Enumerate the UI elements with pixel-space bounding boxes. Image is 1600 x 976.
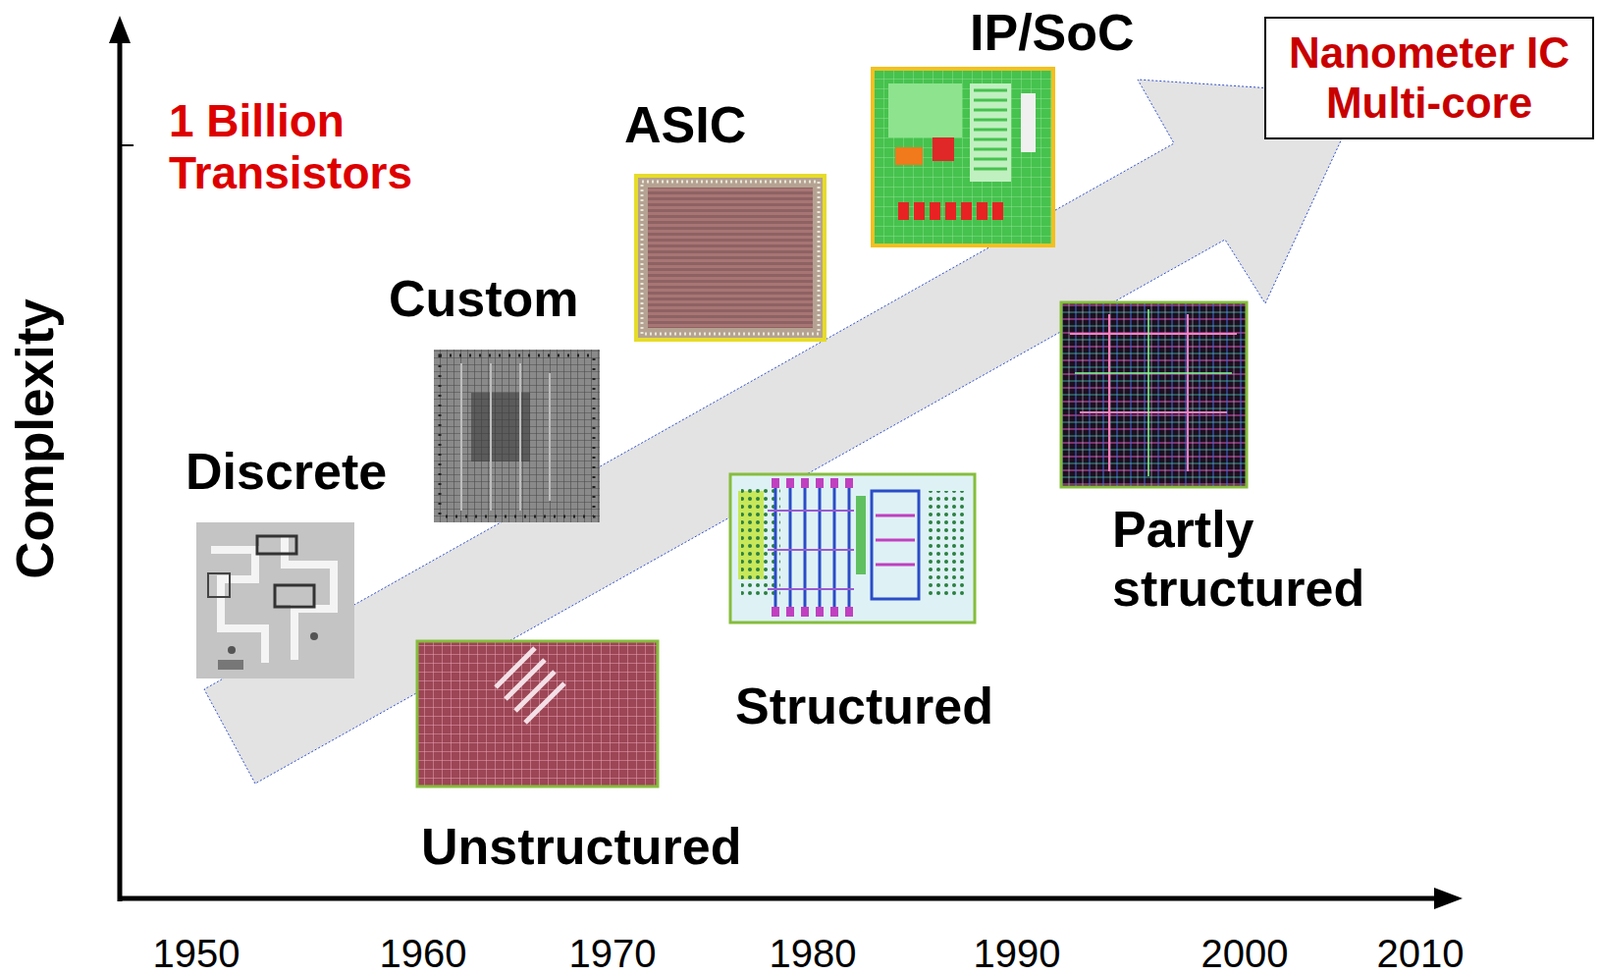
structured-chip-picture xyxy=(875,515,915,565)
x-axis-arrowhead xyxy=(1434,887,1463,909)
year-tick: 1980 xyxy=(769,930,857,976)
partly-structured-chip-picture xyxy=(1061,302,1247,487)
soc-chip-picture xyxy=(969,83,1012,182)
discrete-chip-picture xyxy=(227,645,236,654)
partly-structured-chip-picture xyxy=(1061,302,1247,487)
soc-chip-picture xyxy=(898,202,1004,220)
discrete-chip-picture xyxy=(211,549,266,663)
soc-chip-picture xyxy=(932,137,955,161)
unstructured-chip-picture xyxy=(495,647,565,723)
custom-chip-picture xyxy=(433,349,600,523)
year-tick: 1970 xyxy=(569,930,657,976)
asic-chip-picture xyxy=(647,187,813,328)
chip-era: ASIC xyxy=(636,175,825,340)
discrete-chip-picture xyxy=(274,585,315,607)
structured-chip-picture xyxy=(730,474,975,623)
y-axis-arrowhead xyxy=(108,15,131,44)
structured-chip-picture xyxy=(871,490,919,599)
asic-chip-picture xyxy=(636,175,825,340)
unstructured-chip-picture xyxy=(417,640,658,787)
partly-structured-chip-picture xyxy=(1061,302,1247,487)
custom-chip-picture xyxy=(433,349,600,523)
chip-era: Discrete xyxy=(196,522,355,679)
year-tick: 2010 xyxy=(1377,930,1465,976)
chip-style: Partly structured xyxy=(1061,302,1247,487)
structured-chip-picture xyxy=(771,478,854,617)
unstructured-chip-picture xyxy=(417,640,658,787)
soc-chip-picture xyxy=(872,68,1054,246)
y-axis xyxy=(117,33,123,902)
soc-chip-picture xyxy=(872,68,1054,246)
custom-chip-picture xyxy=(439,355,594,517)
discrete-chip-picture xyxy=(196,522,355,679)
era-label: Discrete xyxy=(185,442,387,502)
structured-chip-picture xyxy=(730,474,975,623)
partly-structured-chip-picture xyxy=(1069,314,1237,472)
era-box: Nanometer IC Multi-core xyxy=(1264,16,1595,140)
soc-chip-picture xyxy=(888,83,962,138)
era-label: Custom xyxy=(388,269,580,329)
asic-chip-picture xyxy=(636,175,825,340)
unstructured-chip-picture xyxy=(417,640,658,787)
year-tick: 1950 xyxy=(153,930,241,976)
era-label: Structured xyxy=(735,677,994,737)
chip-style: Unstructured xyxy=(417,640,658,787)
partly-structured-chip-picture xyxy=(1061,302,1247,487)
discrete-chip-picture xyxy=(196,522,355,679)
soc-chip-picture xyxy=(872,68,1054,246)
asic-chip-picture xyxy=(641,181,819,334)
discrete-chip-picture xyxy=(257,535,297,554)
x-axis xyxy=(117,896,1440,902)
partly-structured-chip-picture xyxy=(1074,309,1232,477)
structured-chip-picture xyxy=(855,495,866,575)
structured-chip-picture xyxy=(730,474,975,623)
axis-tick xyxy=(119,144,134,147)
soc-chip-picture xyxy=(973,90,1008,169)
year-tick: 1960 xyxy=(379,930,468,976)
soc-chip-picture xyxy=(872,68,1054,246)
year-tick: 1990 xyxy=(973,930,1062,976)
discrete-chip-picture xyxy=(208,573,230,597)
discrete-chip-picture xyxy=(217,659,244,670)
structured-chip-picture xyxy=(775,480,850,614)
chip-era: IP/SoC xyxy=(872,68,1054,246)
soc-chip-picture xyxy=(895,147,923,165)
axis-note: 1 Billion Transistors xyxy=(168,95,454,200)
chip-style: Structured xyxy=(730,474,975,623)
era-label: Partly structured xyxy=(1112,500,1397,619)
discrete-chip-picture xyxy=(310,632,319,640)
structured-chip-picture xyxy=(767,510,854,589)
chip-era: Custom xyxy=(433,349,600,523)
custom-chip-picture xyxy=(433,349,600,523)
era-label: IP/SoC xyxy=(969,3,1135,63)
era-label: Unstructured xyxy=(421,817,742,877)
year-tick: 2000 xyxy=(1201,930,1289,976)
custom-chip-picture xyxy=(461,363,550,511)
soc-chip-picture xyxy=(1020,93,1036,153)
axes xyxy=(108,15,1463,909)
axis-title: Complexity xyxy=(5,298,66,580)
unstructured-chip-picture xyxy=(417,640,658,787)
structured-chip-picture xyxy=(924,490,968,599)
box-text: Nanometer IC Multi-core xyxy=(1281,28,1577,128)
asic-chip-picture xyxy=(647,187,813,328)
era-label: ASIC xyxy=(624,96,747,156)
